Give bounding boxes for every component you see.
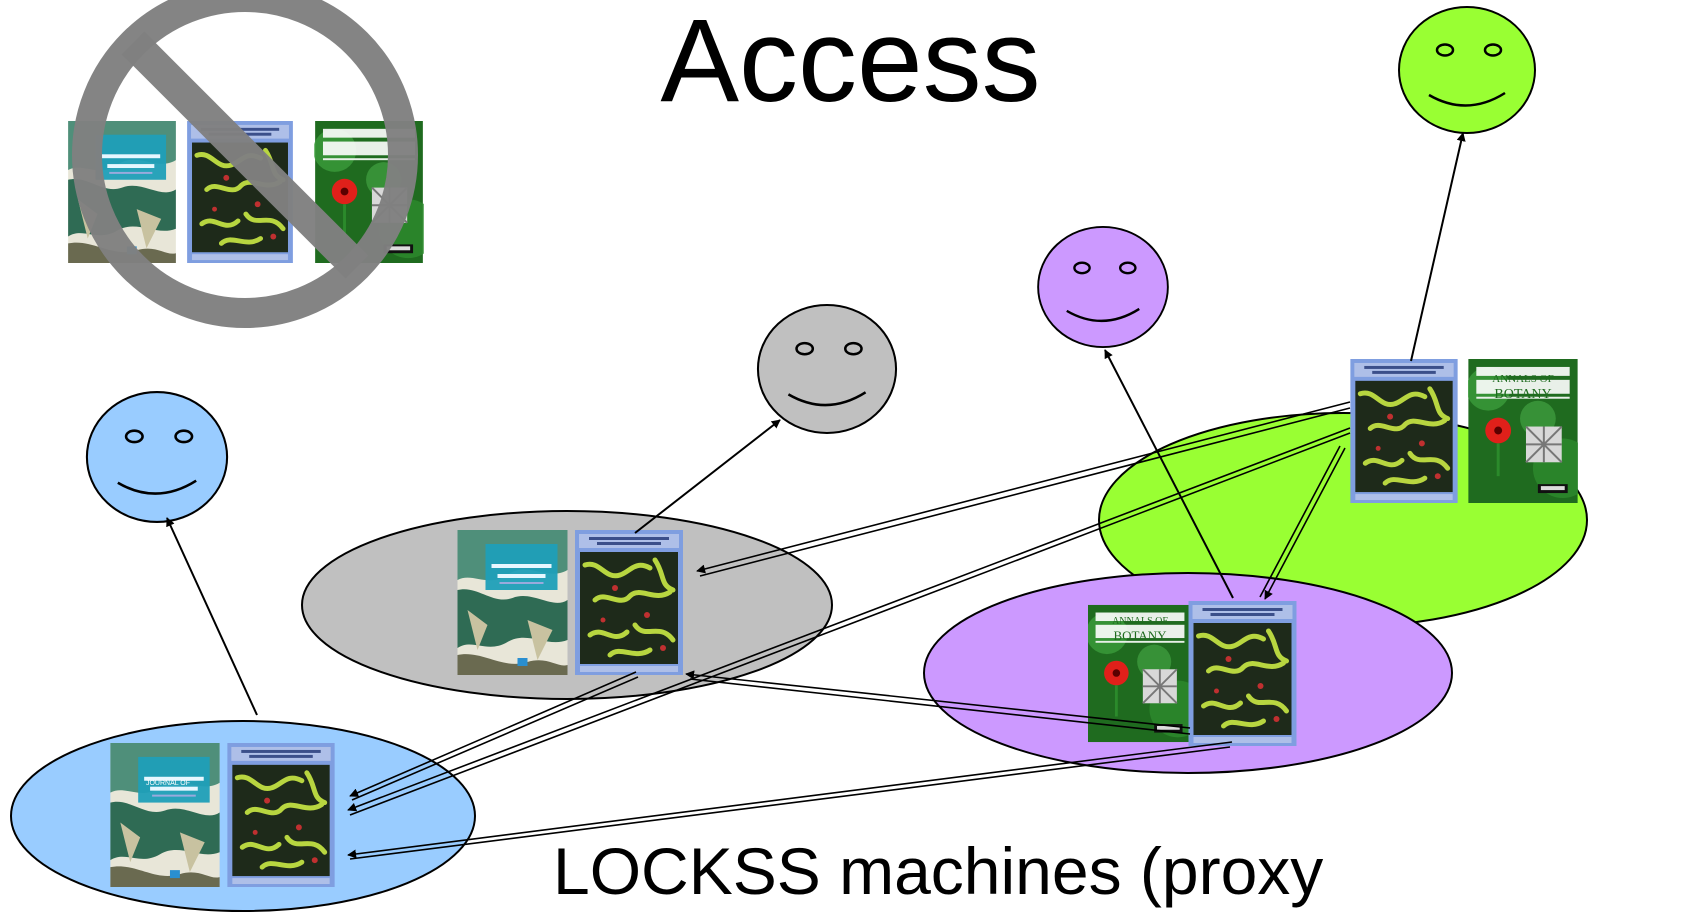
arrow-icon bbox=[166, 517, 258, 716]
arrow-icon bbox=[347, 427, 1351, 812]
journal-cover-icon bbox=[227, 743, 334, 887]
smiley-face-icon bbox=[85, 390, 229, 524]
arrow-icon bbox=[347, 741, 1233, 859]
caption: LOCKSS machines (proxy bbox=[553, 834, 1324, 908]
journal-title-botany: ANNALS OF bbox=[1492, 373, 1553, 385]
journal-title-botany: BOTANY bbox=[1494, 387, 1551, 402]
arrow-icon bbox=[1104, 349, 1234, 599]
journal-title-botany: BOTANY bbox=[1113, 628, 1167, 643]
journal-cover-icon bbox=[1350, 359, 1457, 503]
smiley-face-icon bbox=[1397, 5, 1537, 135]
arrow-icon bbox=[685, 670, 1191, 729]
smiley-face-icon bbox=[756, 303, 898, 435]
arrow-icon bbox=[349, 671, 637, 797]
arrow-icon bbox=[1264, 447, 1346, 600]
journal-cover-icon bbox=[1189, 601, 1297, 746]
prohibition-icon bbox=[72, 0, 418, 328]
smiley-face-icon bbox=[1036, 225, 1170, 349]
journal-cover-icon bbox=[575, 530, 683, 675]
arrow-icon bbox=[1410, 132, 1466, 362]
arrow-icon bbox=[696, 401, 1351, 574]
slide-title: Access bbox=[660, 0, 1041, 127]
journal-cover-icon bbox=[110, 743, 220, 887]
journal-cover-icon bbox=[457, 530, 568, 675]
arrow-icon bbox=[634, 419, 781, 534]
journal-title-botany: ANNALS OF bbox=[1112, 616, 1168, 627]
journal-title-petrology: JOURNAL OF bbox=[146, 780, 190, 787]
